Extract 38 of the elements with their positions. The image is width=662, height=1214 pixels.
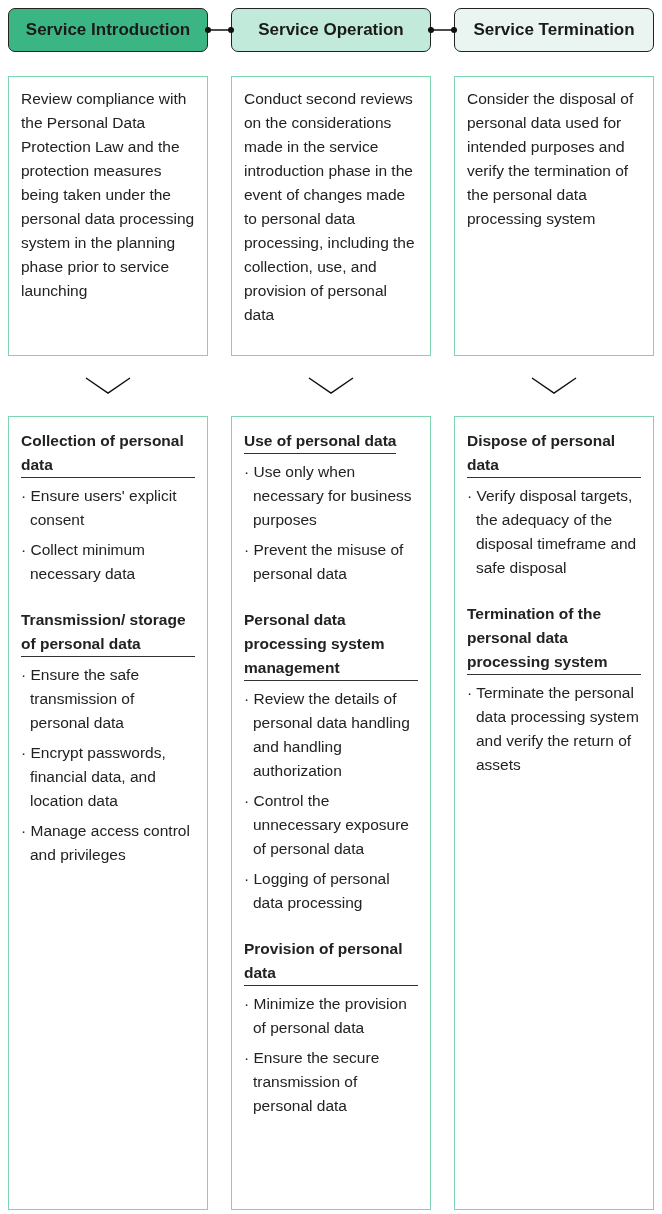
checklist-box [454, 416, 654, 1210]
description-box [8, 76, 208, 356]
section-heading: Dispose of personal data [467, 429, 641, 478]
phase-title: Service Operation [258, 20, 404, 40]
section-heading: Use of personal data [244, 429, 397, 454]
checklist-box [231, 416, 431, 1210]
checklist-box [8, 416, 208, 1210]
bullet-item: · Ensure the safe transmission of personal data [21, 665, 141, 733]
bullet-item: · Use only when necessary for business purposes [244, 462, 413, 530]
section-heading: Termination of the personal data processing system [467, 602, 641, 675]
description-text: Review compliance with the Personal Data Protection Law and the protection measures being taken under the personal data processing system in the planning phase prior to service launching [21, 90, 195, 299]
bullet-item: · Ensure users' explicit consent [21, 486, 178, 530]
bullet-item: · Verify disposal targets, the adequacy of the disposal timeframe and safe disposal [467, 486, 638, 578]
description-box [231, 76, 431, 356]
section-heading: Transmission/ storage of personal data [21, 608, 195, 657]
connector [204, 26, 235, 34]
phase-header [454, 8, 654, 52]
description-text: Conduct second reviews on the considerations made in the service introduction phase in the event of changes made to personal data processing, including the collection, use, and provision of personal data [244, 90, 415, 323]
phase-header [8, 8, 208, 52]
bullet-item: · Ensure the secure transmission of personal data [244, 1048, 381, 1116]
phase-header [231, 8, 431, 52]
bullet-item: · Manage access control and privileges [21, 821, 191, 865]
section-heading: Personal data processing system management [244, 608, 418, 681]
description-text: Consider the disposal of personal data used for intended purposes and verify the termination of the personal data processing system [467, 90, 634, 227]
bullet-item: · Prevent the misuse of personal data [244, 540, 405, 584]
phase-title: Service Termination [473, 20, 635, 40]
bullet-item: · Logging of personal data processing [244, 869, 391, 913]
section-heading: Collection of personal data [21, 429, 195, 478]
connector [427, 26, 458, 34]
phase-title: Service Introduction [25, 20, 191, 40]
bullet-item: · Terminate the personal data processing system and verify the return of assets [467, 683, 640, 775]
bullet-item: · Control the unnecessary exposure of personal data [244, 791, 410, 859]
bullet-item: · Collect minimum necessary data [21, 540, 146, 584]
bullet-item: · Encrypt passwords, financial data, and location data [21, 743, 167, 811]
description-box [454, 76, 654, 356]
bullet-item: · Minimize the provision of personal data [244, 994, 408, 1038]
bullet-item: · Review the details of personal data handling and handling authorization [244, 689, 411, 781]
section-heading: Provision of personal data [244, 937, 418, 986]
